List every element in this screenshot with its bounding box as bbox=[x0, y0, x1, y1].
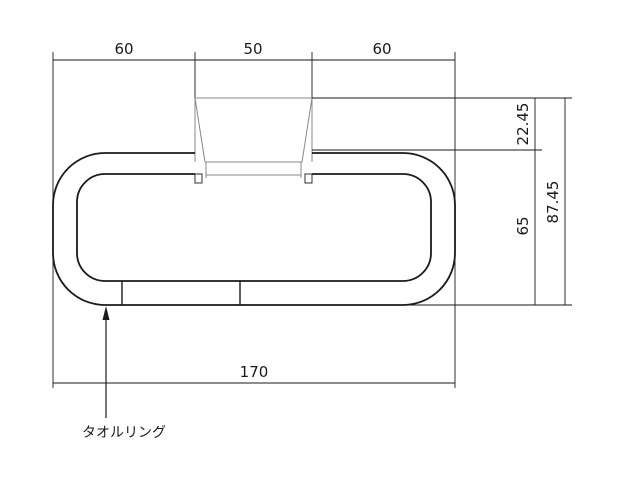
dim-bracket-height: 22.45 bbox=[514, 103, 532, 146]
wall-bracket bbox=[194, 97, 313, 178]
callout-label: タオルリング bbox=[82, 425, 166, 441]
ring-inner bbox=[76, 173, 432, 282]
right-dimension-lines bbox=[312, 97, 572, 306]
dim-top-middle: 50 bbox=[243, 40, 262, 58]
ring-joints bbox=[121, 281, 241, 305]
dim-top-right: 60 bbox=[372, 40, 391, 58]
top-dimension-lines bbox=[52, 52, 456, 388]
set-screws bbox=[194, 173, 313, 184]
callout-leader bbox=[102, 306, 110, 418]
dim-top-left: 60 bbox=[114, 40, 133, 58]
dim-total-height: 87.45 bbox=[544, 181, 562, 224]
ring-outer bbox=[52, 152, 456, 306]
dim-ring-height: 65 bbox=[514, 216, 532, 235]
dim-overall-width: 170 bbox=[240, 363, 269, 381]
